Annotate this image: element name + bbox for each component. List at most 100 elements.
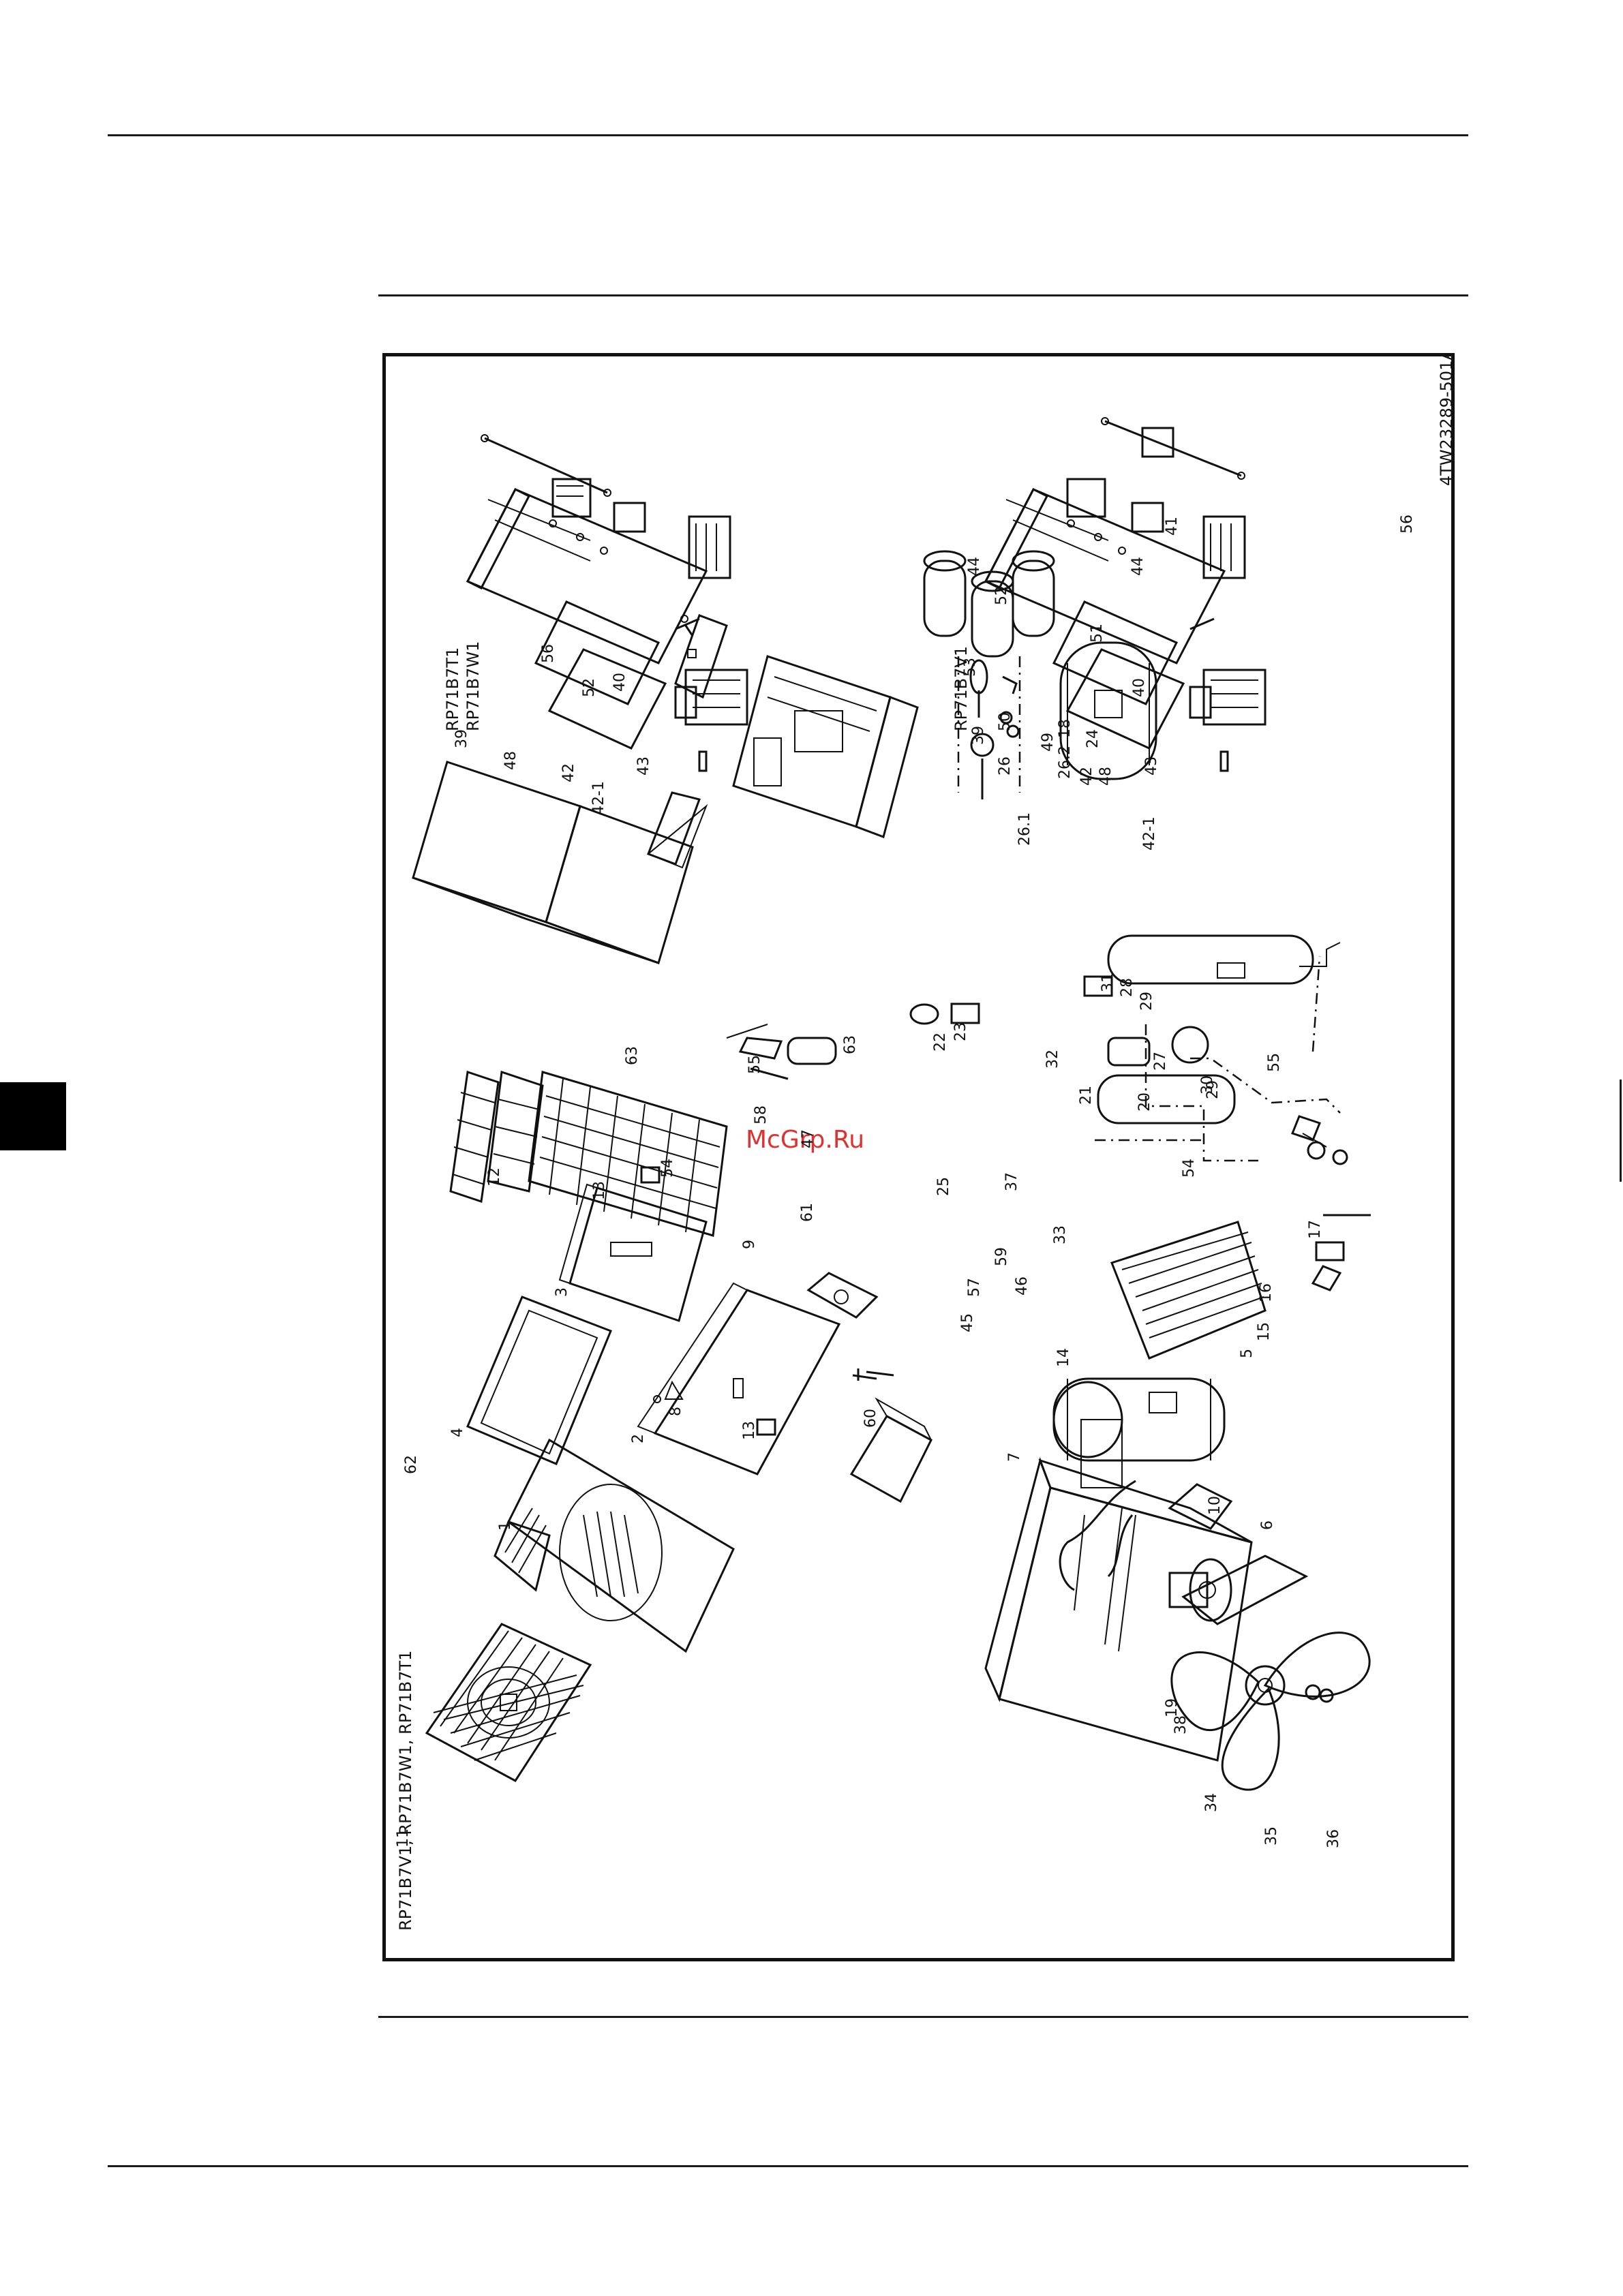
part-7: 7 (1006, 1452, 1023, 1462)
part-9: 9 (741, 1240, 758, 1249)
part-59: 59 (993, 1247, 1010, 1266)
callouts: 1 2 3 4 5 6 7 8 9 10 11 12 13 13 14 15 1… (395, 515, 1416, 1848)
exploded-view-drawing: 4TW23289-501A RP71B7V1, RP71B7W1, RP71B7… (382, 353, 1455, 1961)
header-rule-top (108, 134, 1468, 136)
part-15: 15 (1256, 1322, 1273, 1341)
box-bottom-part-50: 50 (997, 712, 1014, 731)
accumulator (1097, 934, 1341, 1124)
part-20: 20 (1136, 1092, 1153, 1112)
part-22: 22 (932, 1032, 949, 1052)
part-4: 4 (449, 1428, 466, 1437)
fan-motor (1168, 1558, 1232, 1622)
box-bottom-wire-56 (1101, 417, 1245, 480)
part-24: 24 (1084, 729, 1102, 748)
box-bottom-part-48: 48 (1097, 767, 1114, 786)
side-frame-5 (1110, 1221, 1266, 1530)
box-bottom-part-43: 43 (1143, 756, 1160, 776)
box-top-components (551, 478, 748, 772)
part-6: 6 (1259, 1520, 1276, 1530)
box-bottom-part-44: 44 (966, 557, 983, 576)
box-bottom-part-54: 54 (1181, 1159, 1198, 1178)
box-top-part-54: 54 (659, 1159, 676, 1178)
box-top-part-48: 48 (502, 751, 519, 770)
part-32: 32 (1044, 1050, 1061, 1069)
propeller-fan (1170, 1632, 1371, 1791)
thermistors-24-26 (957, 656, 1021, 799)
box-top-part-56: 56 (540, 644, 557, 663)
part-16: 16 (1258, 1283, 1275, 1302)
fan-guard-grille (425, 1623, 592, 1782)
box-top-part-44: 44 (1129, 557, 1147, 576)
part-33: 33 (1052, 1225, 1069, 1244)
part-34: 34 (1203, 1793, 1220, 1812)
top-frame-panel (466, 1296, 612, 1465)
title-box-bottom: RP71B7V1 (952, 646, 971, 731)
part-29b: 29 (1204, 1080, 1222, 1099)
box-bottom-plate-39 (984, 487, 1226, 664)
refrigerant-circuit (1095, 955, 1341, 1162)
part-26: 26 (997, 756, 1014, 776)
box-bottom-part-53: 53 (962, 658, 979, 677)
box-top-part-42: 42 (560, 763, 577, 782)
coil-guard-12 (449, 1070, 728, 1237)
box-top-part-39: 39 (453, 729, 470, 748)
box-bottom-part-42-1: 42-1 (1141, 816, 1158, 851)
side-panel-3 (558, 1183, 708, 1322)
base-frame-unit (984, 1457, 1309, 1762)
sensor-parts-upper (726, 1024, 789, 1080)
box-top-part-43: 43 (635, 756, 652, 776)
compressor (1052, 1377, 1226, 1462)
box-top-part-42-1: 42-1 (590, 781, 607, 815)
part-8: 8 (667, 1407, 684, 1416)
part-23: 23 (952, 1022, 969, 1041)
part-13a: 13 (591, 1181, 608, 1200)
part-13b: 13 (741, 1421, 758, 1440)
exploded-view-svg: 4TW23289-501A RP71B7V1, RP71B7W1, RP71B7… (395, 356, 1451, 1931)
footer-rule-section (378, 2016, 1468, 2018)
part-18: 18 (1057, 719, 1074, 738)
part-45: 45 (959, 1313, 976, 1332)
part-29a: 29 (1138, 992, 1155, 1011)
drawing-code: 4TW23289-501A (1437, 356, 1451, 486)
part-27: 27 (1152, 1052, 1169, 1071)
part-58: 58 (753, 1105, 770, 1124)
valves-and-fittings (787, 975, 1348, 1165)
box-top-pcb-48 (534, 600, 661, 705)
part-46: 46 (1014, 1276, 1031, 1296)
part-28: 28 (1119, 978, 1136, 997)
side-panel-2 (637, 1282, 841, 1475)
part-60: 60 (862, 1409, 879, 1428)
box-top-part-40: 40 (611, 673, 628, 692)
part-35: 35 (1263, 1826, 1280, 1846)
part-5: 5 (1239, 1349, 1256, 1358)
box-bottom-part-49: 49 (1040, 733, 1057, 752)
part-1: 1 (497, 1521, 514, 1531)
box-bottom-part-55: 55 (1266, 1053, 1283, 1072)
title-main: RP71B7V1, RP71B7W1, RP71B7T1 (396, 1651, 415, 1931)
bracket-63 (647, 614, 728, 869)
part-38: 38 (1172, 1715, 1189, 1734)
part-26-2: 26.2 (1057, 746, 1074, 779)
part-10: 10 (1207, 1496, 1224, 1515)
part-21: 21 (1078, 1086, 1095, 1105)
box-bottom-part-41: 41 (1164, 517, 1181, 536)
box-bottom-part-56: 56 (1399, 515, 1416, 534)
part-17: 17 (1307, 1220, 1324, 1239)
box-bottom-components (1002, 427, 1266, 772)
part-11: 11 (395, 1828, 412, 1848)
part-57: 57 (966, 1278, 983, 1297)
part-31: 31 (1099, 973, 1117, 992)
box-bottom-part-39: 39 (970, 726, 987, 745)
part-12: 12 (486, 1167, 503, 1187)
box-bottom-pcb-42 (1065, 648, 1185, 750)
box-top-plate-39 (466, 487, 708, 664)
footer-rule-bottom (108, 2165, 1468, 2167)
box-top-wire-56 (481, 434, 611, 497)
box-bottom-pcb-48 (1052, 600, 1179, 705)
box-top-part-55: 55 (746, 1055, 763, 1074)
front-panel (494, 1438, 735, 1653)
header-rule-section (378, 294, 1468, 296)
page-edge-mark (1620, 1080, 1622, 1182)
part-19: 19 (1164, 1698, 1181, 1717)
part-63a: 63 (624, 1046, 641, 1065)
